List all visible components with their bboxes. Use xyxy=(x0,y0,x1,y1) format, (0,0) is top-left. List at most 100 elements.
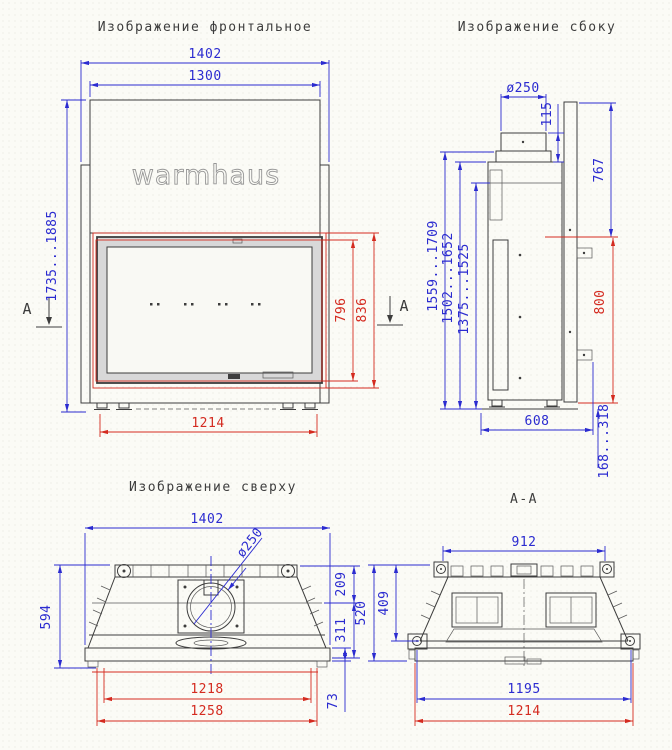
section-fins xyxy=(420,590,628,620)
dim-label: 520 xyxy=(354,601,369,626)
dim-top-total-depth: 594 xyxy=(39,564,110,669)
section-view-title: А-А xyxy=(510,492,538,507)
dim-label: 1218 xyxy=(190,682,223,697)
door-top-latch xyxy=(232,238,243,244)
section-bracket-bottom-left xyxy=(407,633,428,650)
section-left-slope xyxy=(419,576,449,642)
dim-label: 1375...1525 xyxy=(457,243,472,335)
dim-side-opening-height: 800 xyxy=(545,236,618,404)
flue-step xyxy=(495,150,552,163)
dim-label: 1402 xyxy=(188,47,221,62)
flue-collar-mark xyxy=(521,140,525,144)
dim-side-rear-panel-height: 767 xyxy=(579,102,616,237)
burner-dots xyxy=(150,303,261,306)
section-letter: А xyxy=(22,300,31,318)
dim-side-height-range-outer: 1559...1709 xyxy=(426,151,494,409)
dim-label: 311 xyxy=(334,618,349,643)
dim-label: 409 xyxy=(377,591,392,616)
front-bar xyxy=(84,647,331,662)
dim-label: 1559...1709 xyxy=(426,220,441,312)
front-bar-tab-left xyxy=(87,660,99,668)
dim-frontal-door-height: 836 xyxy=(355,233,377,388)
brand-logo: warmhaus xyxy=(132,160,280,191)
dim-frontal-glass-height: 796 xyxy=(334,240,356,381)
section-damper-inner xyxy=(516,565,532,575)
dim-top-flue-center-offset: 209 xyxy=(300,565,360,604)
rail-segments xyxy=(132,565,279,577)
right-slope xyxy=(296,576,327,649)
dim-top-flue-diameter: ø250 xyxy=(193,525,266,625)
section-bracket-bottom-right xyxy=(620,633,641,650)
section-marker-left: А xyxy=(22,298,62,328)
left-slope xyxy=(87,576,116,649)
section-rail-segments xyxy=(450,565,594,577)
section-bracket-top-left xyxy=(433,561,449,578)
section-view: А-А 912 xyxy=(354,492,641,726)
dim-frontal-base-width: 1214 xyxy=(99,414,318,437)
dim-section-glass-width: 1195 xyxy=(416,650,632,703)
dim-label: ø250 xyxy=(506,81,539,96)
dim-side-height-range-inner: 1375...1525 xyxy=(457,182,490,409)
side-view: Изображение сбоку ø250 115 xyxy=(426,20,618,478)
front-channel xyxy=(489,169,503,221)
dim-side-flue-height: 115 xyxy=(540,102,564,163)
base-cap-left xyxy=(408,649,416,660)
side-view-title: Изображение сбоку xyxy=(458,20,617,35)
dim-label: 168...318 xyxy=(597,404,612,479)
dim-top-glass-width: 1218 xyxy=(92,668,318,703)
dim-label: 1300 xyxy=(188,69,221,84)
dim-side-depth: 608 xyxy=(480,362,594,435)
base-latch xyxy=(504,656,526,665)
door-handle xyxy=(228,374,240,379)
dim-label: 1735...1885 xyxy=(45,210,60,302)
dim-section-top-width: 912 xyxy=(442,535,606,561)
dim-side-leg-range: 168...318 xyxy=(595,404,612,479)
dim-side-height-range-middle: 1502...1652 xyxy=(441,161,486,409)
dim-label: 1214 xyxy=(191,416,224,431)
rear-panel xyxy=(563,101,578,403)
dim-label: 594 xyxy=(39,605,54,630)
dim-label: 836 xyxy=(355,298,370,323)
section-marker-right: А xyxy=(377,296,409,326)
dim-label: 796 xyxy=(334,298,349,323)
side-fins xyxy=(88,585,324,627)
base-latch-arm xyxy=(526,658,542,665)
section-window-left xyxy=(451,592,503,628)
section-glass xyxy=(445,628,603,643)
dim-label: 1258 xyxy=(190,704,223,719)
dim-section-upper-height: 409 xyxy=(377,565,419,642)
dim-label: ø250 xyxy=(234,525,266,560)
flue-opening-inner xyxy=(190,586,232,628)
side-feet xyxy=(480,399,578,410)
dim-top-total-width: 1402 xyxy=(84,512,331,645)
dim-label: 767 xyxy=(592,158,607,183)
section-right-slope xyxy=(599,576,629,642)
rear-bracket-upper xyxy=(576,247,593,259)
dim-label: 1502...1652 xyxy=(441,232,456,324)
dim-side-flue-diameter: ø250 xyxy=(500,81,547,131)
rear-bracket-lower xyxy=(576,349,593,361)
dim-label: 608 xyxy=(525,414,550,429)
dim-section-total-height: 520 xyxy=(354,564,430,662)
dim-frontal-hood-width: 1300 xyxy=(89,69,321,97)
rail-bolt-right xyxy=(281,564,295,578)
dim-label: 800 xyxy=(593,290,608,315)
dim-label: 1195 xyxy=(507,682,540,697)
left-side-trim xyxy=(80,164,91,404)
dim-label: 912 xyxy=(512,535,537,550)
top-view-title: Изображение сверху xyxy=(129,480,297,495)
dim-frontal-height-range: 1735...1885 xyxy=(45,99,86,413)
base-cap-right xyxy=(632,649,640,660)
feet xyxy=(94,402,318,410)
frontal-view-title: Изображение фронтальное xyxy=(98,20,313,35)
dim-section-base-width: 1214 xyxy=(414,663,634,726)
dim-label: 73 xyxy=(326,693,341,710)
section-bracket-top-right xyxy=(599,561,615,578)
side-body xyxy=(487,161,563,401)
section-window-right xyxy=(545,592,597,628)
door-glass xyxy=(106,246,313,374)
dim-top-frame-width: 1258 xyxy=(96,668,318,726)
dim-frontal-total-width: 1402 xyxy=(80,47,330,162)
